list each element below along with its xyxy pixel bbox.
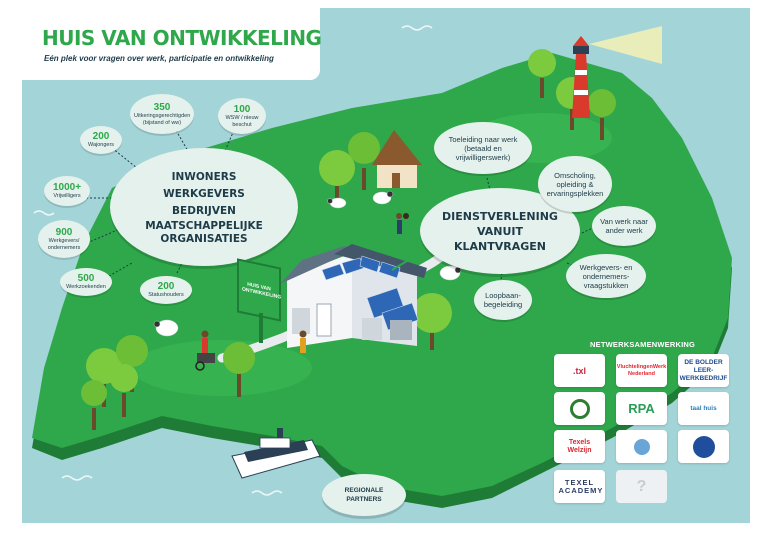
stat-uitkeringsgerechtigden: 350 Uitkeringsgerechtigden (bijstand of … [130,94,194,134]
stat-vrijwilligers: 1000+ Vrijwilligers [44,176,90,206]
stat-werkgevers: 900 Werkgevers/ ondernemers [38,220,90,258]
stat-wajongers: 200 Wajongers [80,126,122,154]
stat-label: Werkgevers/ ondernemers [47,237,81,251]
stakeholders-bubble: INWONERS WERKGEVERS BEDRIJVEN MAATSCHAPP… [110,148,298,266]
partner-name: TEXEL ACADEMY [558,477,604,495]
regional-partners-bubble: REGIONALE PARTNERS [322,474,406,516]
stakeholder-organisaties: ORGANISATIES [160,232,248,245]
service-van-werk: Van werk naar ander werk [592,206,656,246]
partner-uwv [678,430,729,463]
partner-name: RPA [628,400,655,416]
stat-label: WSW / nieuw beschut [225,114,259,128]
stat-label: Wajongers [87,142,115,148]
regional-partners-label: REGIONALE PARTNERS [344,487,384,503]
service-bubble: DIENSTVERLENING VANUIT KLANTVRAGEN [420,188,580,274]
partner-name: taal huis [690,404,717,412]
partner-logo-blue [616,430,667,463]
title-card: HUIS VAN ONTWIKKELING Eén plek voor vrag… [22,8,322,80]
sign-text: HUIS VAN ONTWIKKELING [242,281,282,301]
service-label: Van werk naar ander werk [600,217,648,235]
partner-txl: .txl [554,354,605,387]
service-line-3: KLANTVRAGEN [453,239,546,253]
stat-werkzoekenden: 500 Werkzoekenden [60,268,112,296]
service-omscholing: Omscholing, opleiding & ervaringsplekken [538,156,612,212]
service-label: Werkgevers- en ondernemers- vraagstukken [579,262,633,290]
stakeholder-werkgevers: WERKGEVERS [163,187,245,200]
partner-name: .txl [572,365,586,376]
stat-wsw: 100 WSW / nieuw beschut [218,98,266,134]
stat-statushouders: 200 Statushouders [140,276,192,304]
partner-name: Texels Welzijn [567,438,592,454]
page-title: HUIS VAN ONTWIKKELING [42,26,322,50]
partner-name: VluchtelingenWerk Nederland [616,363,667,377]
partner-de-bolder: DE BOLDER LEER-WERKBEDRIJF [678,354,729,387]
page-subtitle: Eén plek voor vragen over werk, particip… [44,54,274,63]
service-line-2: VANUIT [476,224,523,238]
stat-value: 1000+ [52,182,82,193]
partner-unknown: ? [616,470,667,503]
stat-label: Vrijwilligers [53,193,81,199]
partner-logo-green [554,392,605,425]
partner-name: ? [636,477,647,495]
stat-value: 500 [77,273,95,284]
partner-texel-academy: TEXEL ACADEMY [554,470,605,503]
stat-label: Statushouders [148,292,184,298]
green-emblem-icon [569,398,590,419]
partner-name: DE BOLDER LEER-WERKBEDRIJF [679,358,728,382]
partner-texels-welzijn: Texels Welzijn [554,430,605,463]
stat-value: 900 [55,226,73,238]
sign-post [259,313,263,343]
partner-taalhuis: taal huis [678,392,729,425]
infographic: HUIS VAN ONTWIKKELING Eén plek voor vrag… [22,8,750,523]
service-loopbaan: Loopbaan- begeleiding [474,280,532,320]
service-label: Loopbaan- begeleiding [483,291,523,309]
partner-vluchtelingenwerk: VluchtelingenWerk Nederland [616,354,667,387]
network-heading: NETWERKSAMENWERKING [590,340,696,349]
stat-label: Werkzoekenden [66,284,106,290]
service-werkgevers: Werkgevers- en ondernemers- vraagstukken [566,254,646,298]
stakeholder-maatschappelijke: MAATSCHAPPELIJKE [145,219,263,232]
stat-label: Uitkeringsgerechtigden (bijstand of ww) [134,112,191,126]
stakeholder-inwoners: INWONERS [171,170,237,183]
service-toeleiding: Toeleiding naar werk (betaald en vrijwil… [434,122,532,174]
uwv-logo-icon [692,435,715,458]
stat-value: 200 [157,281,175,292]
service-label: Omscholing, opleiding & ervaringsplekken [546,170,604,198]
service-line-1: DIENSTVERLENING [442,209,558,223]
stat-value: 350 [153,101,171,113]
stat-value: 100 [233,103,251,115]
stakeholder-bedrijven: BEDRIJVEN [172,204,236,217]
blue-emblem-icon [633,438,650,455]
partner-rpa: RPA [616,392,667,425]
service-label: Toeleiding naar werk (betaald en vrijwil… [448,134,518,162]
stat-value: 200 [92,131,110,142]
